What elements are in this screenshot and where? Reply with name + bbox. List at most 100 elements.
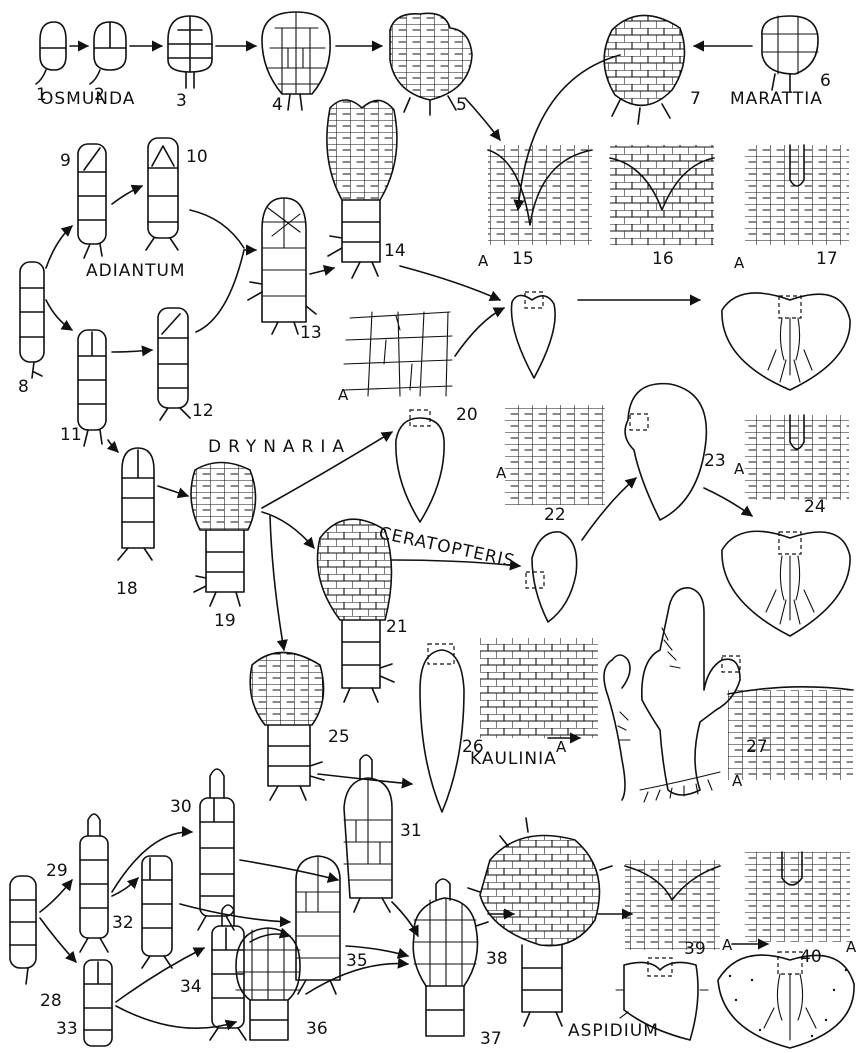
stage-number: 2 [94,85,105,105]
stage-number: 30 [170,797,192,817]
stage-number: 9 [60,151,71,171]
stage-number: 40 [800,947,822,967]
stage-26-tissue [480,638,598,738]
arrow-10-13 [190,210,244,248]
stage-number: 16 [652,249,674,269]
apex-label: A [846,938,857,956]
stage-18-filament [118,448,154,560]
stage-number: 20 [456,405,478,425]
arrow-8-9 [46,226,72,268]
stage-number: 29 [46,861,68,881]
stage-number: 37 [480,1029,502,1049]
stage-number: 27 [746,737,768,757]
stage-number: 6 [820,71,831,91]
stage-number: 11 [60,425,82,445]
arrow-8-11 [46,300,72,330]
stage-36-plate [236,928,300,1040]
arrow-19-25 [270,516,284,650]
stage-33-filament [84,960,112,1046]
stage-number: 21 [386,617,408,637]
stage-31-plate [344,755,392,912]
stage-39-tissue [625,860,720,950]
stage-number: 35 [346,951,368,971]
stage-23-prothallus [625,384,706,520]
stage-number: 36 [306,1019,328,1039]
label-adiantum: ADIANTUM [86,261,186,281]
stage-9-filament [78,144,106,258]
stage-6-cell [762,16,818,92]
stage-8-filament [20,262,44,378]
arrow-29-30 [112,832,192,892]
stage-number: 17 [816,249,838,269]
stage-number: 14 [384,241,406,261]
stage-number: 31 [400,821,422,841]
kaulinia-ribbon-prothallus [604,588,740,802]
stage-number: 32 [112,913,134,933]
arrow-9-10 [112,186,142,204]
stage-number: 13 [300,323,322,343]
stage-26-teardrop [420,644,464,812]
stage-number: 7 [690,89,701,109]
stage-20-tissue [344,312,452,396]
stage-number: 8 [18,377,29,397]
apex-label: A [734,254,745,272]
arrow-13-14 [310,268,334,274]
stage-22-tissue [505,405,605,505]
stage-number: 1 [36,85,47,105]
stage-7-cell [595,0,695,124]
apex-label: A [732,772,743,790]
arrow-11-12 [112,350,152,352]
label-osmunda: OSMUNDA [40,89,135,109]
ceratopteris-small-prothallus [526,532,577,622]
arrow-18-19 [158,486,188,496]
stage-32-filament [142,856,172,968]
stage-11-filament [78,330,106,446]
heart-prothallus-small [511,292,555,378]
label-ceratopteris: CERATOPTERIS [377,523,517,571]
stage-number: 18 [116,579,138,599]
label-drynaria: DRYNARIA [208,437,351,457]
stage-1-cell [36,22,66,84]
stage-19-plate [185,450,265,606]
stage-20-teardrop [396,410,444,522]
apex-label: A [722,936,733,954]
arrow-33-36 [116,1006,236,1028]
label-marattia: MARATTIA [730,89,823,109]
stage-27-tissue [728,687,853,780]
stage-40-tissue [745,852,850,942]
apex-labels: A A A A A A A A A [338,252,857,956]
stage-number: 28 [40,991,62,1011]
stage-13-plate [248,198,316,334]
apex-label: A [556,738,567,756]
stage-37-plate [413,879,488,1036]
stage-number: 12 [192,401,214,421]
arrow-14-heart [400,266,500,300]
stage-35-plate [296,856,340,994]
arrow-12-13 [196,250,244,332]
heart-prothallus-large-2 [722,531,850,636]
stage-number: 26 [462,737,484,757]
stage-25-plate [245,640,335,800]
stage-number: 23 [704,451,726,471]
stage-number: 3 [176,91,187,111]
apex-label: A [734,460,745,478]
arrow-11-18 [108,440,118,452]
stage-number: 24 [804,497,826,517]
stage-15-notch [488,145,592,245]
apex-label: A [478,252,489,270]
stage-10-filament [146,138,178,250]
arrow-20-heart [455,308,504,356]
stage-number: 39 [684,939,706,959]
stage-number: 25 [328,727,350,747]
stage-12-filament [158,308,190,420]
apex-label: A [496,464,507,482]
aspidium-heart-prothallus [718,952,854,1048]
stage-number: 5 [456,95,467,115]
stage-29-filament [80,814,108,952]
stage-16-notch [610,145,714,245]
stage-number: 10 [186,147,208,167]
stage-number: 34 [180,977,202,997]
heart-prothallus-large-1 [722,293,850,390]
